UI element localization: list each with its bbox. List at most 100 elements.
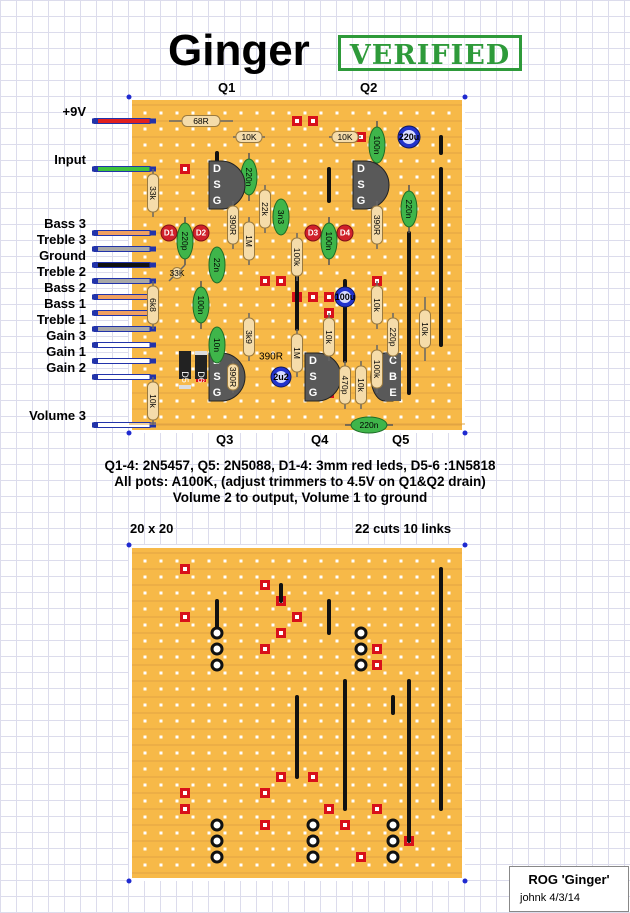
bottom-hole: [175, 591, 179, 595]
bottom-hole: [319, 639, 323, 643]
top-hole: [159, 239, 163, 243]
bottom-hole: [223, 863, 227, 867]
bottom-hole: [271, 575, 275, 579]
bottom-hole: [447, 671, 451, 675]
bottom-hole: [367, 815, 371, 819]
top-hole: [271, 319, 275, 323]
bottom-hole: [415, 591, 419, 595]
offboard-wire: [93, 118, 151, 124]
top-hole: [319, 111, 323, 115]
top-hole: [367, 303, 371, 307]
top-hole: [191, 319, 195, 323]
top-hole: [431, 399, 435, 403]
bottom-hole: [399, 863, 403, 867]
top-hole: [447, 287, 451, 291]
bottom-hole: [175, 687, 179, 691]
top-hole: [335, 111, 339, 115]
top-hole: [367, 319, 371, 323]
bottom-hole: [431, 639, 435, 643]
top-hole: [239, 255, 243, 259]
bottom-hole: [159, 639, 163, 643]
bottom-hole: [271, 687, 275, 691]
bottom-hole: [351, 575, 355, 579]
top-hole: [351, 319, 355, 323]
offboard-wire-end: [92, 230, 98, 236]
bottom-hole: [143, 591, 147, 595]
bottom-hole: [223, 703, 227, 707]
top-hole: [335, 127, 339, 131]
top-hole: [351, 127, 355, 131]
bottom-hole: [143, 575, 147, 579]
top-hole: [287, 415, 291, 419]
top-hole: [431, 367, 435, 371]
bottom-track-cut-hole: [359, 855, 363, 859]
top-hole: [431, 143, 435, 147]
bottom-hole: [191, 687, 195, 691]
top-hole: [191, 255, 195, 259]
top-hole: [207, 239, 211, 243]
top-hole: [287, 127, 291, 131]
top-hole: [431, 287, 435, 291]
bottom-hole: [191, 591, 195, 595]
offboard-wire: [93, 166, 151, 172]
top-hole: [415, 159, 419, 163]
top-hole: [143, 303, 147, 307]
offboard-wire-end: [92, 342, 98, 348]
bottom-hole: [415, 687, 419, 691]
top-hole: [335, 191, 339, 195]
bottom-transistor-hole: [306, 834, 320, 848]
bottom-hole: [175, 847, 179, 851]
top-hole: [351, 351, 355, 355]
bottom-hole: [383, 607, 387, 611]
bottom-hole: [191, 559, 195, 563]
wire-label-gain-3: Gain 3: [46, 328, 86, 343]
bottom-hole: [255, 703, 259, 707]
c220p-2-capacitor-label: 220p: [388, 328, 398, 347]
top-hole: [335, 255, 339, 259]
bottom-hole: [383, 831, 387, 835]
top-hole: [447, 303, 451, 307]
top-hole: [351, 415, 355, 419]
top-corner-dot: [462, 430, 468, 436]
bottom-hole: [415, 639, 419, 643]
bottom-hole: [255, 623, 259, 627]
top-hole: [415, 255, 419, 259]
top-hole: [271, 159, 275, 163]
bottom-hole: [303, 639, 307, 643]
bottom-hole: [207, 607, 211, 611]
bottom-hole: [175, 767, 179, 771]
top-hole: [351, 111, 355, 115]
bottom-hole: [191, 655, 195, 659]
bottom-hole: [303, 751, 307, 755]
r1m-2-resistor-label: 1M: [292, 347, 302, 359]
bottom-hole: [255, 687, 259, 691]
wire-label-bass-3: Bass 3: [44, 216, 86, 231]
top-hole: [143, 127, 147, 131]
top-hole: [383, 207, 387, 211]
top-hole: [319, 159, 323, 163]
bottom-hole: [175, 559, 179, 563]
top-hole: [143, 335, 147, 339]
bottom-hole: [159, 863, 163, 867]
bottom-hole: [399, 575, 403, 579]
top-hole: [175, 367, 179, 371]
bottom-hole: [351, 799, 355, 803]
c10n-capacitor: [208, 326, 226, 364]
top-hole: [143, 271, 147, 275]
bottom-corner-dot: [462, 542, 468, 548]
bottom-hole: [271, 799, 275, 803]
bottom-hole: [335, 847, 339, 851]
top-hole: [255, 319, 259, 323]
bottom-hole: [383, 655, 387, 659]
top-hole: [255, 255, 259, 259]
bottom-hole: [367, 783, 371, 787]
bottom-hole: [319, 863, 323, 867]
top-hole: [367, 239, 371, 243]
bottom-hole: [191, 751, 195, 755]
top-hole: [447, 271, 451, 275]
top-hole: [431, 351, 435, 355]
top-hole: [367, 255, 371, 259]
top-hole: [239, 223, 243, 227]
top-hole: [255, 367, 259, 371]
bottom-transistor-hole: [306, 818, 320, 832]
